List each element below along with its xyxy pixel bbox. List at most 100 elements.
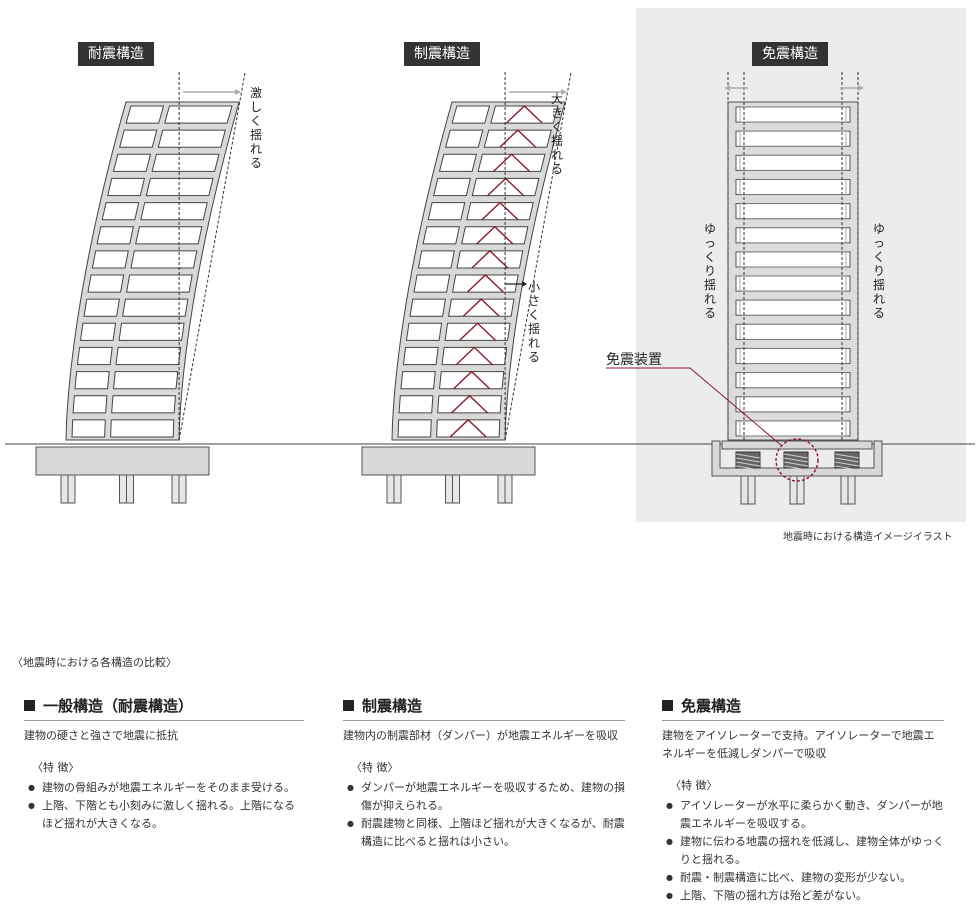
floor-window <box>164 105 233 124</box>
isolator-layer <box>783 461 809 467</box>
floor-window <box>397 419 432 438</box>
damper-brace <box>453 370 491 390</box>
column-seismic-resistant: 一般構造（耐震構造） 建物の硬さと強さで地震に抵抗 〈特 徴〉 建物の骨組みが地… <box>24 695 304 833</box>
floor-window <box>445 129 484 148</box>
column-title: 一般構造（耐震構造） <box>24 695 304 721</box>
floor-window <box>140 202 208 221</box>
floor-window <box>735 251 851 268</box>
floor-window-inner <box>739 348 847 364</box>
floor-window <box>735 396 851 413</box>
floor-window <box>490 105 559 124</box>
sway-line <box>504 71 572 441</box>
floor-window-inner <box>739 130 847 147</box>
square-bullet-icon <box>343 700 354 711</box>
label-isolation-device: 免震装置 <box>606 352 662 368</box>
floor-window <box>400 371 436 390</box>
floor-window <box>461 226 529 245</box>
building-seismic-resistant <box>35 71 246 504</box>
features-heading: 〈特 徴〉 <box>670 779 718 792</box>
floor-window-inner <box>739 372 847 389</box>
floor-window <box>735 347 851 365</box>
floor-window <box>130 250 198 269</box>
floor-window <box>71 419 106 438</box>
list-item: 上階、下階の揺れ方は殆ど差がない。 <box>662 887 944 905</box>
isolator-layer <box>834 465 860 471</box>
diagram-annotations <box>505 281 527 287</box>
building-damping <box>361 71 572 504</box>
note-shake-slowly-right: ゆっくり揺れる <box>872 222 885 320</box>
floor-window <box>735 154 851 171</box>
damper-brace <box>493 153 531 172</box>
isolator-layer <box>783 453 809 459</box>
floor-window <box>145 177 214 197</box>
floor-window-inner <box>739 179 847 195</box>
floor-window <box>735 106 851 123</box>
floor-window <box>115 346 182 366</box>
floor-window <box>451 105 491 124</box>
floor-window <box>483 129 552 148</box>
column-title: 免震構造 <box>662 695 944 721</box>
isolator-layer <box>735 453 761 459</box>
arrow-head-icon <box>561 89 568 95</box>
floor-window <box>409 298 446 317</box>
diagram-caption: 地震時における構造イメージイラスト <box>783 532 953 543</box>
column-title: 制震構造 <box>343 695 625 721</box>
floor-window <box>417 250 455 269</box>
floor-window <box>125 274 193 293</box>
floor-window <box>427 202 466 221</box>
note-shake-violently: 激しく揺れる <box>249 86 262 170</box>
note-shake-slightly: 小さく揺れる <box>527 280 540 364</box>
damper-brace <box>449 418 487 438</box>
list-item: アイソレーターが水平に柔らかく動き、ダンパーが地震エネルギーを吸収する。 <box>662 797 944 833</box>
floor-window <box>402 346 439 366</box>
isolator-layer <box>783 465 809 471</box>
column-description: 建物の硬さと強さで地震に抵抗 <box>24 729 178 742</box>
damper-brace <box>505 105 543 124</box>
floor-window <box>107 177 146 197</box>
floor-window <box>433 177 472 197</box>
title-base-isolated: 免震構造 <box>752 42 828 66</box>
damper-brace <box>462 298 500 317</box>
floor-window <box>735 372 851 389</box>
floor-window <box>456 250 524 269</box>
floor-window <box>87 274 125 293</box>
note-shake-slowly-left: ゆっくり揺れる <box>703 222 716 320</box>
floor-window <box>151 153 220 172</box>
floor-window <box>101 202 140 221</box>
foundation <box>361 446 536 476</box>
floor-window <box>112 371 179 390</box>
isolator-layer <box>735 465 761 471</box>
floor-window <box>451 274 519 293</box>
floor-window <box>735 227 851 244</box>
floor-window <box>413 274 451 293</box>
building-frame <box>727 101 859 441</box>
floor-window <box>72 395 108 414</box>
damper-brace <box>455 346 493 366</box>
column-description: 建物内の制震部材（ダンパー）が地震エネルギーを吸収 <box>343 729 618 742</box>
floor-window <box>441 346 508 366</box>
floor-window <box>477 153 546 172</box>
title-seismic-resistant: 耐震構造 <box>78 42 154 66</box>
damper-brace <box>466 274 504 293</box>
floor-window <box>437 395 502 414</box>
damper-brace <box>459 322 497 341</box>
square-bullet-icon <box>24 700 35 711</box>
floor-window <box>83 298 120 317</box>
floor-window <box>157 129 226 148</box>
list-item: 耐震建物と同様、上階ほど揺れが大きくなるが、耐震構造に比べると揺れは小さい。 <box>343 815 625 851</box>
floor-window <box>422 226 460 245</box>
sway-line <box>178 71 246 441</box>
feature-list: 建物の骨組みが地震エネルギーをそのまま受ける。 上階、下階とも小刻みに激しく揺れ… <box>24 779 304 833</box>
features-heading: 〈特 徴〉 <box>351 761 399 774</box>
damper-brace <box>471 249 509 269</box>
floor-window <box>735 323 851 340</box>
floor-window <box>110 419 175 438</box>
floor-window <box>438 371 505 390</box>
list-item: ダンパーが地震エネルギーを吸収するため、建物の損傷が抑えられる。 <box>343 779 625 815</box>
floor-window <box>112 153 152 172</box>
arrow-head-icon <box>522 281 527 287</box>
isolator-layer <box>834 453 860 459</box>
floor-window <box>466 202 534 221</box>
device-highlight-circle <box>775 438 819 482</box>
damper-brace <box>487 177 525 197</box>
